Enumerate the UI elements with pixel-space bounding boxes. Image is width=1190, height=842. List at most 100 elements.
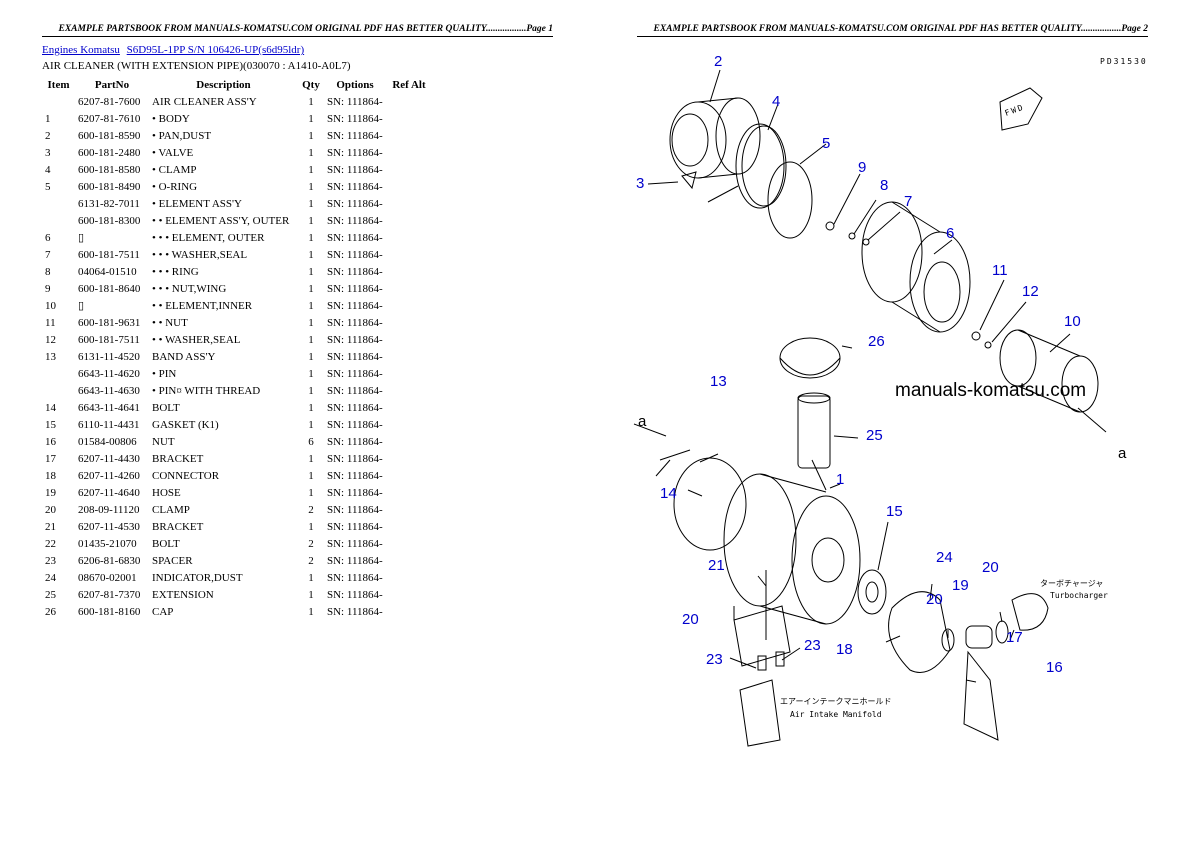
row-options: SN: 111864- xyxy=(327,537,383,550)
row-qty: 1 xyxy=(308,401,314,414)
row-partno: 6207-81-7610 xyxy=(78,112,141,125)
page2-header: EXAMPLE PARTSBOOK FROM MANUALS-KOMATSU.C… xyxy=(637,24,1148,37)
row-refalt xyxy=(386,433,432,450)
row-description: • • • NUT,WING xyxy=(152,282,227,295)
table-header-row: Item PartNo Description Qty Options Ref … xyxy=(42,76,432,93)
row-partno: 04064-01510 xyxy=(78,265,137,278)
row-partno: 6643-11-4641 xyxy=(78,401,140,414)
row-qty: 1 xyxy=(308,231,314,244)
row-refalt xyxy=(386,467,432,484)
row-qty: 1 xyxy=(308,112,314,125)
row-qty: 1 xyxy=(308,316,314,329)
row-refalt xyxy=(386,314,432,331)
row-qty: 1 xyxy=(308,248,314,261)
row-options: SN: 111864- xyxy=(327,333,383,346)
row-options: SN: 111864- xyxy=(327,299,383,312)
row-qty: 1 xyxy=(308,333,314,346)
row-item: 19 xyxy=(45,486,56,499)
callout-24: 24 xyxy=(936,549,953,566)
row-description: • PAN,DUST xyxy=(152,129,212,142)
row-options: SN: 111864- xyxy=(327,367,383,380)
row-description: CONNECTOR xyxy=(152,469,220,482)
row-qty: 1 xyxy=(308,520,314,533)
row-partno: 6643-11-4620 xyxy=(78,367,140,380)
row-item xyxy=(42,365,75,382)
row-qty: 1 xyxy=(308,418,314,431)
drawing-ref-code: PD31530 xyxy=(1100,57,1148,66)
col-qty: Qty xyxy=(302,78,320,91)
manifold-label-jp: エアーインテークマニホールド xyxy=(780,697,892,706)
callout-5: 5 xyxy=(822,135,830,152)
dust-pan-shape xyxy=(669,101,727,179)
callout-23b: 23 xyxy=(706,651,723,668)
row-description: • • • RING xyxy=(152,265,199,278)
breadcrumb-link-engines[interactable]: Engines Komatsu xyxy=(42,44,120,56)
row-description: • • ELEMENT ASS'Y, OUTER xyxy=(152,214,290,227)
row-options: SN: 111864- xyxy=(327,486,383,499)
row-partno: 6207-11-4640 xyxy=(78,486,140,499)
row-description: • BODY xyxy=(152,112,190,125)
callout-15: 15 xyxy=(886,503,903,520)
row-options: SN: 111864- xyxy=(327,571,383,584)
row-refalt xyxy=(386,297,432,314)
row-qty: 1 xyxy=(308,486,314,499)
row-description: • • NUT xyxy=(152,316,188,329)
row-refalt xyxy=(386,110,432,127)
row-item: 4 xyxy=(45,163,51,176)
row-item: 15 xyxy=(45,418,56,431)
row-options: SN: 111864- xyxy=(327,231,383,244)
row-partno: 6207-81-7600 xyxy=(78,95,141,108)
row-item xyxy=(42,93,75,110)
row-partno: 600-181-8590 xyxy=(78,129,141,142)
row-description: HOSE xyxy=(152,486,181,499)
row-partno: 600-181-9631 xyxy=(78,316,141,329)
row-partno: 08670-02001 xyxy=(78,571,137,584)
watermark: manuals-komatsu.com xyxy=(895,380,1087,401)
row-description: BRACKET xyxy=(152,452,204,465)
callout-9: 9 xyxy=(858,159,866,176)
row-partno: 01435-21070 xyxy=(78,537,137,550)
row-item: 5 xyxy=(45,180,51,193)
row-options: SN: 111864- xyxy=(327,350,383,363)
row-refalt xyxy=(386,195,432,212)
row-item xyxy=(42,382,75,399)
row-options: SN: 111864- xyxy=(327,214,383,227)
row-description: SPACER xyxy=(152,554,193,567)
row-partno: 6207-11-4260 xyxy=(78,469,140,482)
col-options: Options xyxy=(336,78,374,91)
row-item: 14 xyxy=(45,401,56,414)
row-item: 11 xyxy=(45,316,56,329)
row-qty: 1 xyxy=(308,180,314,193)
row-refalt xyxy=(386,586,432,603)
callout-22: 21 xyxy=(708,557,725,574)
row-partno: 6206-81-6830 xyxy=(78,554,141,567)
row-item: 10 xyxy=(45,299,56,312)
breadcrumb-link-model[interactable]: S6D95L-1PP S/N 106426-UP(s6d95ldr) xyxy=(126,44,305,56)
row-qty: 1 xyxy=(308,95,314,108)
row-refalt xyxy=(386,212,432,229)
row-refalt xyxy=(386,569,432,586)
row-refalt xyxy=(386,365,432,382)
arrow-a-right: a xyxy=(1118,445,1127,462)
callout-12: 12 xyxy=(1022,283,1039,300)
row-options: SN: 111864- xyxy=(327,554,383,567)
row-item: 21 xyxy=(45,520,56,533)
col-refalt: Ref Alt xyxy=(392,78,426,91)
row-refalt xyxy=(386,484,432,501)
row-qty: 1 xyxy=(308,350,314,363)
row-refalt xyxy=(386,535,432,552)
row-options: SN: 111864- xyxy=(327,112,383,125)
row-partno: ▯ xyxy=(78,300,85,312)
row-partno: 6643-11-4630 xyxy=(78,384,140,397)
row-description: • PIN¤ WITH THREAD xyxy=(152,384,261,397)
row-qty: 2 xyxy=(308,503,314,516)
row-options: SN: 111864- xyxy=(327,265,383,278)
callout-14: 14 xyxy=(660,485,677,502)
row-refalt xyxy=(386,127,432,144)
